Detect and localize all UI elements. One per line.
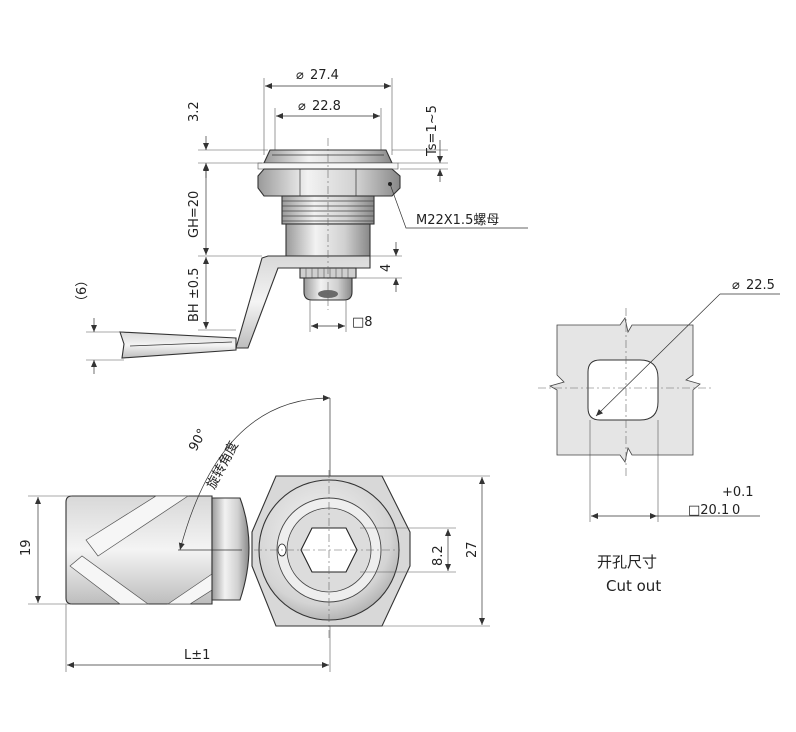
cutout-hole [587,359,659,421]
label-tol-lower: 0 [732,503,740,518]
front-view: 90° 旋转角度 19 8.2 27 L±1 [19,395,490,672]
label-nut-spec: M22X1.5螺母 [416,213,499,228]
label-dia-outer: 27.4 [310,68,339,83]
label-angle: 90° [186,426,210,453]
label-cutout-square: □20.1 [688,503,729,518]
hex-nut [257,168,401,197]
label-tol-upper: +0.1 [722,485,754,500]
cutout-view: ⌀ 22.5 □20.1 +0.1 0 开孔尺寸 Cut out [538,278,780,595]
cam-tail [119,331,237,359]
rotation-arc [178,395,331,551]
label-cutout-dia: 22.5 [746,278,775,293]
label-dia-inner-symbol: ⌀ [298,99,306,114]
label-gh: GH=20 [187,191,202,238]
label-ts-range: Ts=1~5 [425,105,440,157]
cutout-title-en: Cut out [606,577,661,595]
cam-arm [235,255,371,349]
label-dia-inner: 22.8 [312,99,341,114]
label-dim-8-2: 8.2 [431,545,446,566]
label-dim-19: 19 [19,539,34,556]
cutout-title-cn: 开孔尺寸 [597,553,657,571]
cam-connector [211,497,250,601]
label-rotation: 旋转角度 [203,438,242,491]
side-view: ⌀ 27.4 ⌀ 22.8 3.2 Ts=1~5 GH=20 M22X1.5螺母… [75,68,528,374]
label-dia-outer-symbol: ⌀ [296,68,304,83]
label-square-8: □8 [352,315,373,330]
label-cutout-dia-symbol: ⌀ [732,278,740,293]
label-bh: BH ±0.5 [187,268,202,322]
label-paren-6: （6） [75,274,90,308]
label-dim-4: 4 [379,264,394,272]
label-flange-height: 3.2 [187,101,202,122]
label-length: L±1 [184,648,210,663]
label-dim-27: 27 [465,541,480,558]
